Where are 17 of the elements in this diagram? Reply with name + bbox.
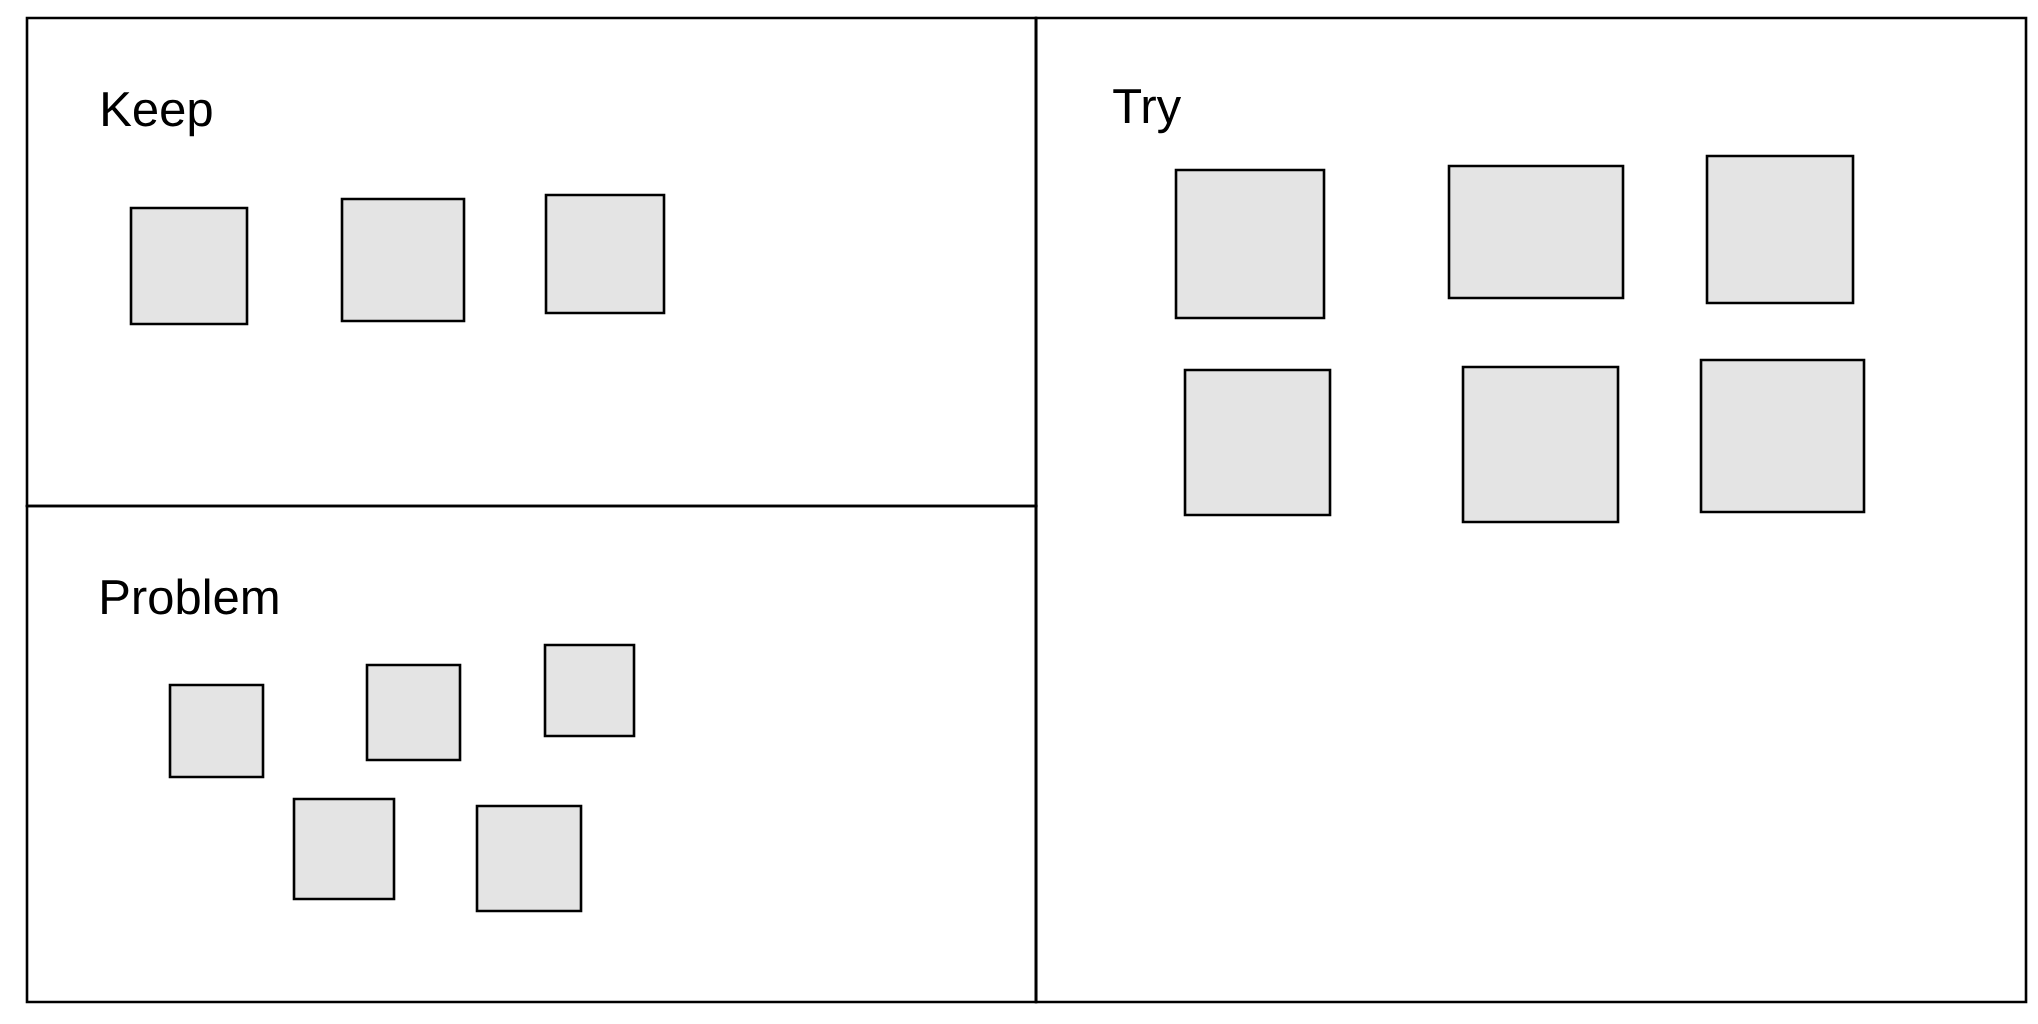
sticky-note: [544, 193, 666, 315]
sticky-note: [1183, 368, 1332, 517]
sticky-note: [1461, 365, 1620, 524]
sticky-note: [365, 663, 462, 762]
sticky-note: [129, 206, 249, 326]
sticky-note: [543, 643, 636, 738]
section-heading: Problem: [102, 578, 278, 615]
sticky-note: [1447, 164, 1625, 300]
sticky-note: [1174, 168, 1326, 320]
sticky-note: [1699, 358, 1866, 514]
sticky-note: [168, 683, 265, 779]
section-heading: Try: [1113, 89, 1182, 134]
section-heading: Keep: [103, 92, 212, 137]
sticky-note: [340, 197, 466, 323]
sticky-note: [292, 797, 396, 901]
sticky-note: [475, 804, 583, 913]
sticky-note: [1705, 154, 1855, 305]
